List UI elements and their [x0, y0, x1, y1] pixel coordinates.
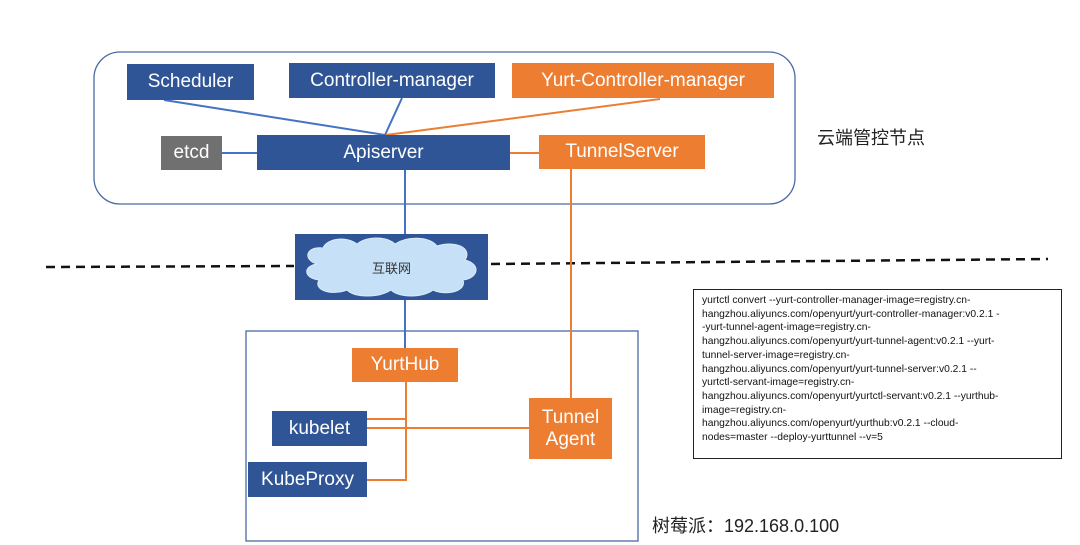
boundary-dashed-line-left [45, 264, 295, 269]
boundary-dashed-line-right [490, 257, 1049, 266]
cloud-icon [306, 237, 477, 297]
controller-manager-label: Controller-manager [310, 69, 474, 91]
yurthub-label: YurtHub [370, 354, 440, 376]
link-controller-apiserver [384, 97, 403, 136]
kubeproxy-box: KubeProxy [248, 462, 367, 497]
yurthub-box: YurtHub [352, 348, 458, 382]
kubelet-box: kubelet [272, 411, 367, 446]
link-yurtcm-apiserver [385, 98, 661, 136]
apiserver-box: Apiserver [257, 135, 510, 170]
link-yurthub-kubeproxy [367, 382, 407, 481]
internet-label: 互联网 [371, 261, 411, 277]
edge-node-title: 树莓派：192.168.0.100 [652, 516, 840, 536]
scheduler-box: Scheduler [127, 64, 254, 100]
link-scheduler-apiserver [163, 99, 386, 136]
etcd-label: etcd [173, 142, 210, 164]
etcd-box: etcd [161, 136, 222, 170]
tunnel-server-label: TunnelServer [565, 141, 679, 163]
scheduler-label: Scheduler [147, 71, 234, 93]
tunnel-agent-label: Tunnel Agent [541, 406, 600, 450]
cloud-node-title: 云端管控节点 [817, 128, 925, 148]
kubeproxy-label: KubeProxy [261, 468, 354, 490]
controller-manager-box: Controller-manager [289, 63, 495, 98]
kubelet-label: kubelet [288, 417, 351, 439]
yurtctl-command-box: yurtctl convert --yurt-controller-manage… [693, 289, 1062, 459]
yurt-controller-manager-label: Yurt-Controller-manager [541, 69, 745, 91]
tunnel-agent-box: Tunnel Agent [529, 398, 612, 459]
apiserver-label: Apiserver [343, 141, 424, 163]
internet-box: 互联网 [295, 234, 488, 300]
tunnel-server-box: TunnelServer [539, 135, 705, 169]
yurt-controller-manager-box: Yurt-Controller-manager [512, 63, 774, 98]
cloud-node-frame [93, 51, 796, 205]
edge-node-frame [245, 330, 639, 542]
